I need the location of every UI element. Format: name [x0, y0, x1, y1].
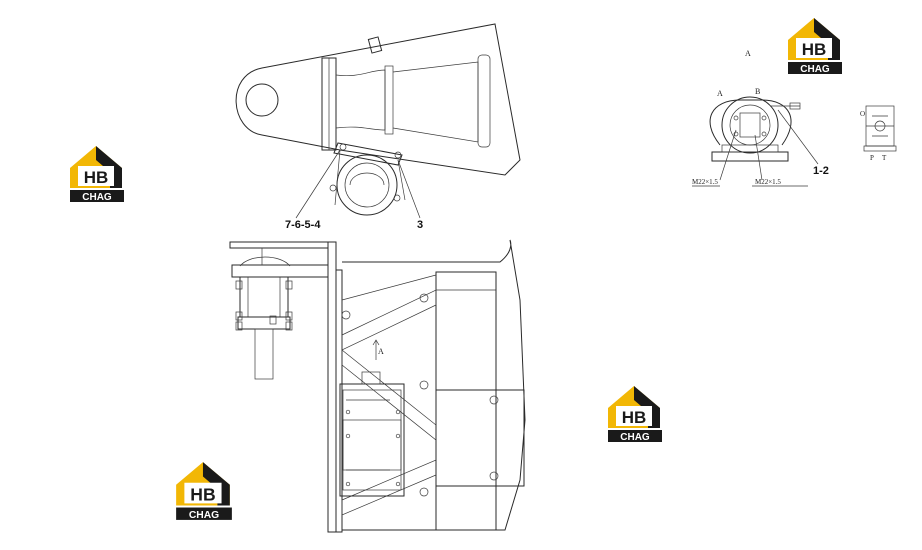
hb-logo-icon: HB CHAG [608, 386, 662, 443]
view-a-top-label: A [745, 49, 751, 58]
hydraulic-schematic: O P T [860, 105, 897, 162]
port-p-label: P [870, 154, 874, 162]
boom-arm-top-view: 7-6-5-4 3 [235, 23, 521, 231]
port-t-label: T [882, 154, 887, 162]
callout-7-6-5-4: 7-6-5-4 [285, 219, 321, 231]
svg-text:HB: HB [84, 168, 109, 187]
port-o-label: O [860, 110, 865, 118]
logo-watermark-left: HB CHAG [66, 144, 128, 209]
svg-text:CHAG: CHAG [620, 432, 650, 443]
svg-text:CHAG: CHAG [82, 192, 112, 203]
logo-watermark-bottom-left: HB CHAG [172, 460, 236, 527]
svg-text:HB: HB [622, 408, 647, 427]
hb-logo-icon: HB CHAG [176, 462, 232, 521]
section-a-label: A [378, 347, 384, 356]
hb-logo-icon: HB CHAG [788, 18, 842, 75]
view-a-motor: A A B 1-2 M22×1.5 M22×1.5 [692, 49, 829, 187]
svg-text:HB: HB [190, 484, 215, 504]
thread-size-left: M22×1.5 [692, 178, 718, 186]
logo-watermark-right: HB CHAG [604, 384, 666, 449]
callout-3: 3 [417, 219, 423, 231]
svg-text:CHAG: CHAG [189, 510, 219, 521]
view-b-label: B [755, 87, 760, 96]
callout-1-2: 1-2 [813, 165, 829, 177]
svg-text:HB: HB [802, 40, 827, 59]
thread-size-right: M22×1.5 [755, 178, 781, 186]
frame-side-view: A [229, 239, 526, 533]
hb-logo-icon: HB CHAG [70, 146, 124, 203]
view-a-label: A [717, 89, 723, 98]
svg-text:CHAG: CHAG [800, 64, 830, 75]
logo-watermark-top-right: HB CHAG [784, 16, 846, 81]
